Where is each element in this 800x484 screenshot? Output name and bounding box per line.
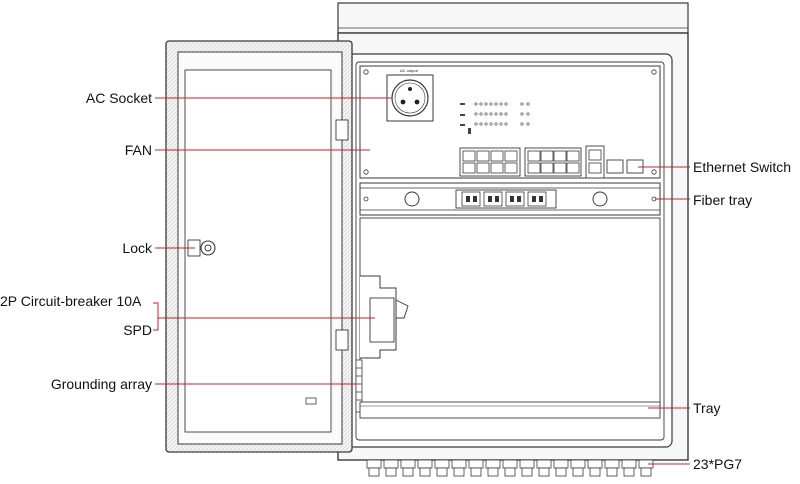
fiber-tray (359, 182, 661, 216)
label-fiber-tray: Fiber tray (693, 192, 753, 208)
cable-gland (383, 459, 399, 469)
label-ac-socket: AC Socket (85, 90, 152, 106)
lower-compartment (359, 217, 661, 409)
switch-indicator-leds (460, 102, 530, 134)
cable-gland-nut (640, 467, 652, 477)
cable-gland (570, 459, 586, 469)
bottom-tray (359, 401, 661, 419)
cable-gland-nut (453, 467, 465, 477)
leader-breaker-spd-bracket (153, 302, 159, 331)
label-spd: SPD (123, 322, 152, 338)
label-lock: Lock (122, 240, 152, 256)
cable-gland (451, 459, 467, 469)
cable-gland-nut (504, 467, 516, 477)
cable-gland-nut (402, 467, 414, 477)
cable-gland-nut (623, 467, 635, 477)
label-fan: FAN (124, 142, 152, 158)
cable-gland-nut (521, 467, 533, 477)
rain-hood (337, 2, 689, 34)
cable-gland (434, 459, 450, 469)
cable-gland (519, 459, 535, 469)
cable-gland (621, 459, 637, 469)
lock-icon (187, 239, 216, 257)
cable-gland (604, 459, 620, 469)
ac-output-caption: AC output (400, 68, 419, 73)
cable-gland-nut (589, 467, 601, 477)
cable-gland-nut (538, 467, 550, 477)
cable-gland-nut (572, 467, 584, 477)
ethernet-switch (459, 145, 644, 179)
cable-gland (468, 459, 484, 469)
cable-gland-nut (368, 467, 380, 477)
cable-gland (485, 459, 501, 469)
cable-gland-nut (385, 467, 397, 477)
cable-gland-nut (487, 467, 499, 477)
cable-gland (366, 459, 382, 469)
label-tray: Tray (693, 400, 721, 416)
cable-gland-nut (436, 467, 448, 477)
cable-gland-nut (470, 467, 482, 477)
ac-socket: AC output (386, 68, 434, 122)
circuit-breaker-spd (360, 275, 409, 359)
label-ethernet-switch: Ethernet Switch (693, 159, 792, 175)
cable-gland (400, 459, 416, 469)
label-pg7: 23*PG7 (693, 456, 743, 472)
cable-gland (553, 459, 569, 469)
cable-gland-nut (555, 467, 567, 477)
label-circuit-breaker: 2P Circuit-breaker 10A (0, 293, 142, 309)
pg7-cable-glands (366, 459, 654, 477)
label-grounding-array: Grounding array (50, 376, 152, 392)
leader-lines (153, 97, 690, 465)
cable-gland-nut (606, 467, 618, 477)
cable-gland (587, 459, 603, 469)
cable-gland (502, 459, 518, 469)
cable-gland (417, 459, 433, 469)
cable-gland (536, 459, 552, 469)
cable-gland-nut (419, 467, 431, 477)
